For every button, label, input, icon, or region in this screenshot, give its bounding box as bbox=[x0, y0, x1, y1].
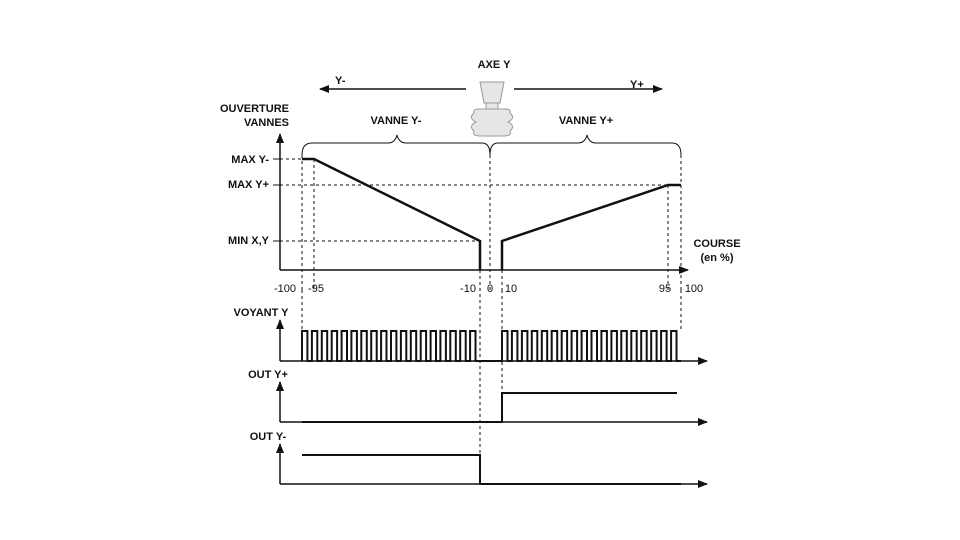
x-tick-label: -95 bbox=[308, 283, 324, 295]
level-label-max-ym: MAX Y- bbox=[231, 154, 269, 166]
region-label-right: VANNE Y+ bbox=[559, 115, 613, 127]
out-minus-signal bbox=[302, 454, 681, 485]
y-axis-title-line2: VANNES bbox=[244, 117, 289, 129]
valve-yp-curve bbox=[500, 183, 681, 270]
signal-label-voyant: VOYANT Y bbox=[233, 307, 289, 319]
brace-right bbox=[489, 134, 682, 156]
region-label-left: VANNE Y- bbox=[371, 115, 422, 127]
x-axis-title-line1: COURSE bbox=[693, 238, 740, 250]
x-axis-title-line2: (en %) bbox=[701, 252, 734, 264]
x-tick-label: 100 bbox=[685, 283, 703, 295]
signal-label-out-plus: OUT Y+ bbox=[248, 369, 288, 381]
y-axis-title-line1: OUVERTURE bbox=[220, 103, 289, 115]
signal-label-out-minus: OUT Y- bbox=[250, 431, 287, 443]
out-plus-signal bbox=[302, 392, 677, 423]
valve-ym-curve bbox=[302, 157, 482, 270]
direction-label-right: Y+ bbox=[630, 79, 644, 91]
x-tick-label: 95 bbox=[659, 283, 671, 295]
brace-left bbox=[301, 134, 491, 156]
x-tick-label: -10 bbox=[460, 283, 476, 295]
voyant-blink-signal bbox=[301, 330, 681, 362]
x-tick-label: 10 bbox=[505, 283, 517, 295]
direction-label-left: Y- bbox=[335, 75, 346, 87]
axis-title: AXE Y bbox=[478, 59, 511, 71]
joystick-icon bbox=[470, 81, 514, 137]
level-label-min: MIN X,Y bbox=[228, 235, 270, 247]
x-tick-label: -100 bbox=[274, 283, 296, 295]
x-tick-label: 0 bbox=[487, 283, 493, 295]
level-label-max-yp: MAX Y+ bbox=[228, 179, 269, 191]
